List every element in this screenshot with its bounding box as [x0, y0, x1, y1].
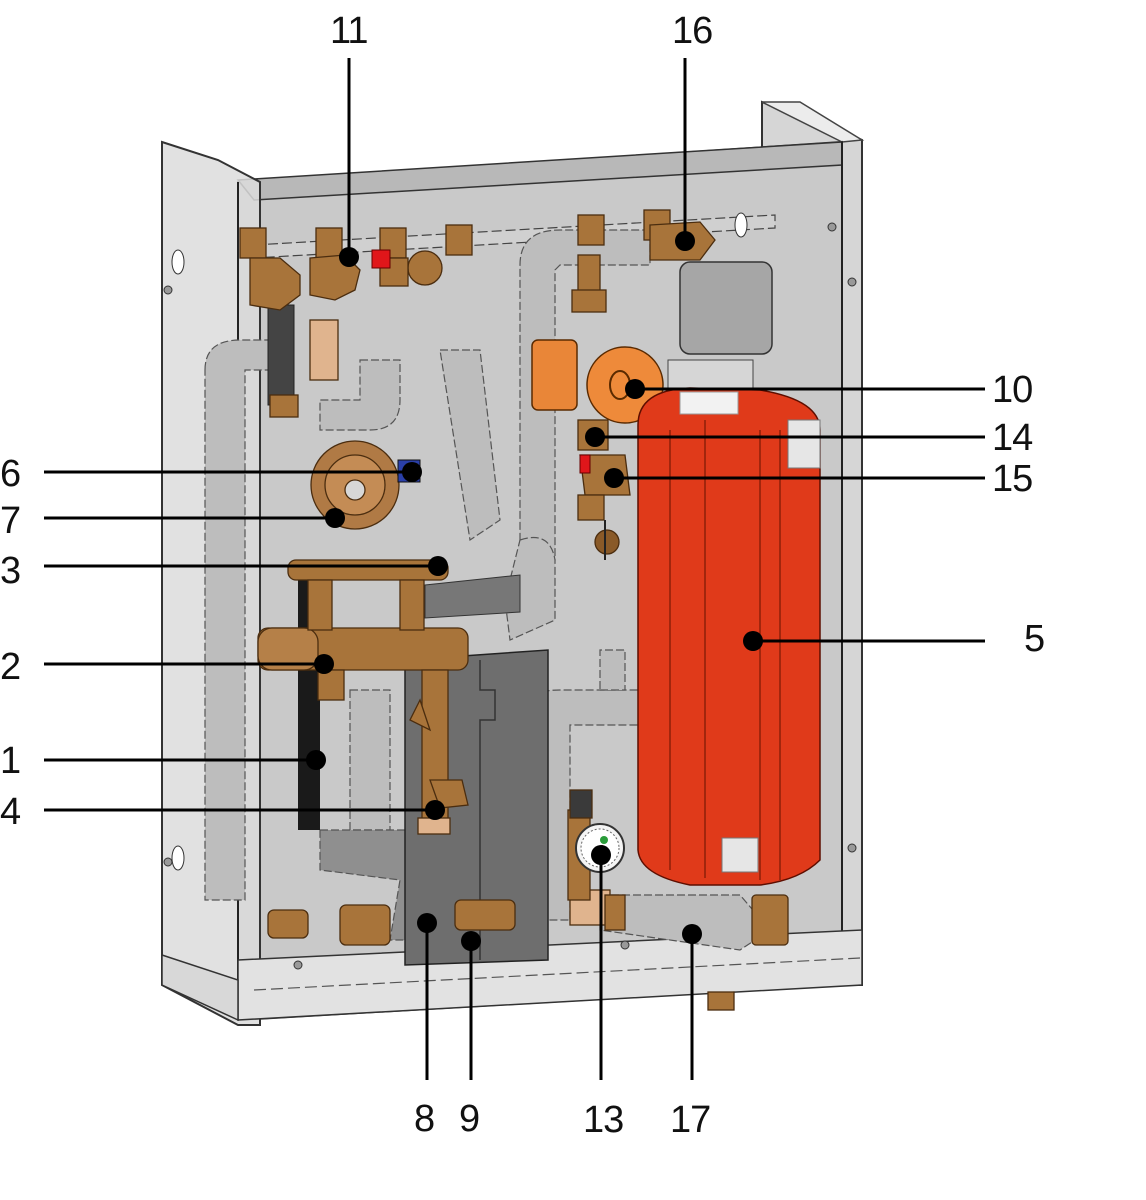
callout-dot-1: [306, 750, 326, 770]
callout-dot-4: [425, 800, 445, 820]
callout-label-16: 16: [672, 10, 713, 52]
callout-label-14: 14: [992, 417, 1033, 459]
callout-label-15: 15: [992, 458, 1033, 500]
callout-dot-9: [461, 931, 481, 951]
callout-dot-13: [591, 845, 611, 865]
callout-label-3: 3: [0, 550, 21, 592]
callout-dot-14: [585, 427, 605, 447]
callout-label-6: 6: [0, 453, 21, 495]
expansion-vessel: [637, 387, 821, 886]
electrical-box: [679, 261, 773, 355]
callout-label-4: 4: [0, 791, 21, 833]
callout-label-1: 1: [0, 740, 21, 782]
callout-label-2: 2: [0, 646, 21, 688]
callout-label-13: 13: [583, 1099, 624, 1141]
callout-label-9: 9: [459, 1098, 480, 1140]
callout-dot-10: [625, 379, 645, 399]
callout-dot-3: [428, 556, 448, 576]
callout-dot-7: [325, 508, 345, 528]
callout-label-5: 5: [1024, 618, 1045, 660]
callout-dot-5: [743, 631, 763, 651]
callout-label-10: 10: [992, 369, 1033, 411]
callout-dot-15: [604, 468, 624, 488]
callout-dot-16: [675, 231, 695, 251]
callout-label-7: 7: [0, 500, 21, 542]
callout-label-17: 17: [670, 1099, 711, 1141]
vessel-bracket: [667, 359, 754, 391]
callout-dot-6: [402, 462, 422, 482]
callout-dot-17: [682, 924, 702, 944]
callout-dot-2: [314, 654, 334, 674]
callout-label-11: 11: [330, 10, 368, 52]
callout-label-8: 8: [414, 1098, 435, 1140]
valve-handles: [371, 249, 591, 474]
callout-dot-8: [417, 913, 437, 933]
callout-lines: [44, 58, 985, 1080]
callout-dot-11: [339, 247, 359, 267]
